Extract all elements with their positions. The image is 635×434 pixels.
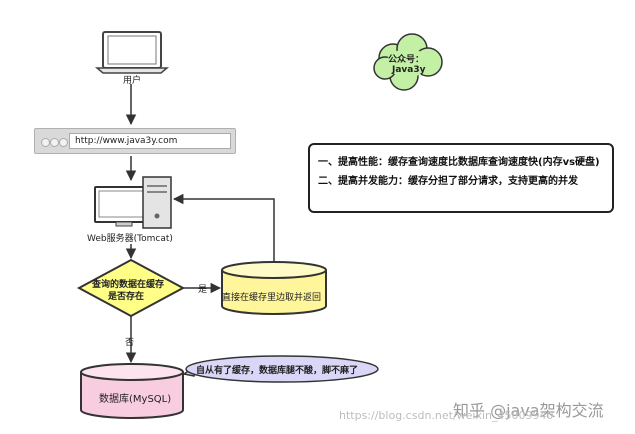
wechat-cloud	[373, 33, 443, 91]
speech-bubble-text: 自从有了缓存，数据库腿不酸，脚不麻了	[196, 366, 359, 376]
no-label: 否	[125, 338, 135, 348]
cloud-line1: 公众号：	[388, 55, 425, 65]
database-label: 数据库(MySQL)	[99, 394, 172, 405]
cloud-line2: Java3y	[392, 65, 426, 75]
decision-label-line2: 是否存在	[108, 292, 145, 302]
note-line2: 二、提高并发能力：缓存分担了部分请求，支持更高的并发	[318, 176, 578, 187]
browser-dot-icon	[41, 138, 50, 147]
browser-dot-icon	[50, 138, 59, 147]
note-line1: 一、提高性能：缓存查询速度比数据库查询速度快(内存vs硬盘)	[318, 157, 600, 168]
database-cylinder	[80, 363, 184, 419]
url-text: http://www.java3y.com	[69, 133, 231, 149]
server-computer-icon	[94, 176, 172, 229]
server-label: Web服务器(Tomcat)	[87, 234, 173, 244]
yes-label: 是	[198, 285, 208, 295]
arrow-cache-return-to-server	[172, 193, 275, 262]
cache-cylinder	[221, 261, 327, 315]
browser-address-bar: http://www.java3y.com	[34, 128, 236, 154]
speech-bubble	[182, 355, 379, 383]
browser-dot-icon	[59, 138, 68, 147]
blog-url-watermark: https://blog.csdn.net/weixin_45009940	[339, 409, 554, 422]
benefits-note: 一、提高性能：缓存查询速度比数据库查询速度快(内存vs硬盘) 二、提高并发能力：…	[308, 143, 614, 213]
zhihu-watermark: 知乎 @java架构交流	[453, 401, 604, 420]
cache-label: 直接在缓存里边取并返回	[222, 293, 322, 303]
user-label: 用户	[123, 76, 142, 86]
decision-label-line1: 查询的数据在缓存	[92, 280, 165, 290]
laptop-icon	[94, 31, 170, 74]
